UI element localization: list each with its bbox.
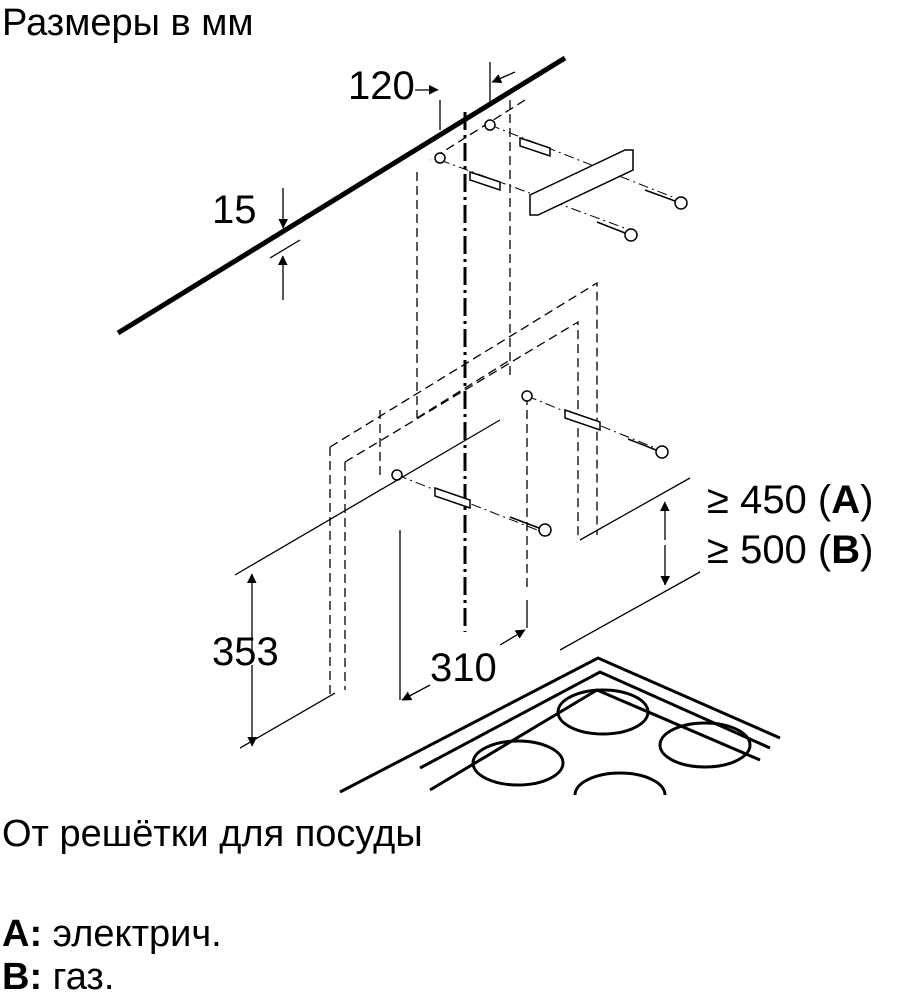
dimension-353: 353	[212, 630, 279, 674]
dimension-key: B	[831, 528, 861, 572]
legend-a: A: электрич.	[2, 915, 222, 953]
mounting-bracket	[529, 149, 634, 216]
dimension-310: 310	[430, 646, 497, 690]
hood-outline-dashed	[329, 99, 598, 697]
dimension-120: 120	[348, 64, 415, 108]
dimension-500-gas: ≥ 500 (B)	[707, 528, 874, 572]
wall-line	[116, 55, 567, 336]
legend-text: газ.	[42, 956, 115, 998]
dimension-value: ≥ 450	[707, 478, 807, 522]
dimension-value: ≥ 500	[707, 528, 807, 572]
drill-axis-lines	[396, 124, 681, 536]
legend-b: B: газ.	[2, 958, 114, 996]
dimension-15: 15	[212, 188, 257, 232]
diagram-title: Размеры в мм	[2, 2, 254, 44]
legend-text: электрич.	[42, 913, 222, 955]
wall-plugs-and-screws	[391, 119, 688, 537]
dimension-lines	[234, 62, 701, 749]
legend-key: B:	[2, 956, 43, 998]
note-from-pan-support: От решётки для посуды	[2, 813, 423, 855]
dimension-450-electric: ≥ 450 (A)	[707, 478, 874, 522]
legend-key: A:	[2, 913, 43, 955]
dimension-key: A	[831, 478, 861, 522]
cooktop	[339, 656, 781, 796]
